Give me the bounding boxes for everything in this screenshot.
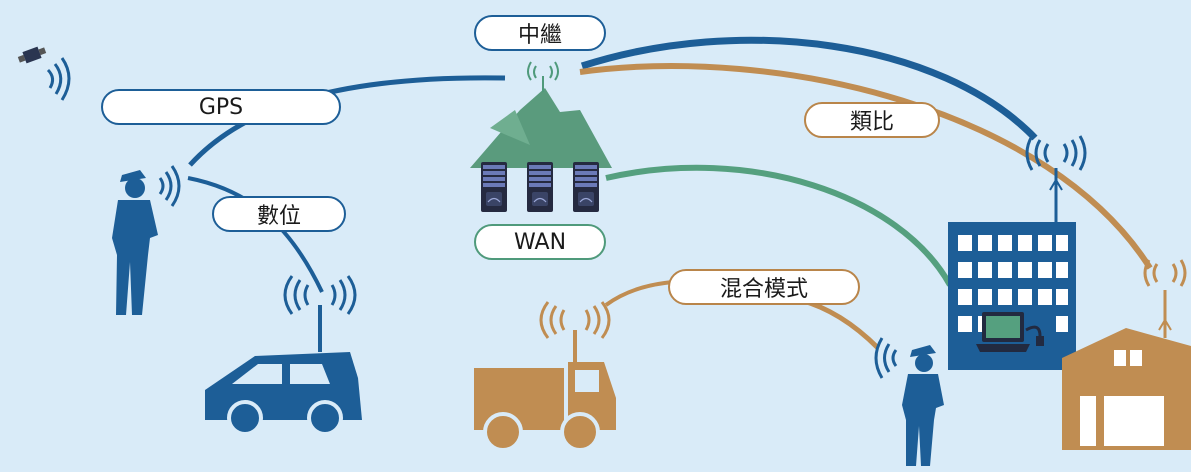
label-gps: GPS (101, 89, 341, 125)
officer-right-signal-icon (874, 337, 898, 379)
patrol-car-icon (205, 275, 362, 436)
warehouse-signal-icon (1143, 259, 1187, 287)
label-relay: 中繼 (474, 15, 606, 51)
label-wan: WAN (474, 224, 606, 260)
satellite-icon (17, 46, 47, 64)
label-mixed: 混合模式 (668, 269, 860, 305)
truck-icon (474, 301, 616, 452)
officer-signal-icon (158, 165, 181, 207)
car-signal-icon (283, 275, 357, 315)
wan-link (605, 164, 953, 287)
label-digital: 數位 (212, 196, 346, 232)
truck-signal-icon (539, 301, 611, 339)
relay-antenna-icon (527, 61, 559, 92)
mountain-icon (470, 88, 612, 168)
warehouse-icon (1062, 259, 1191, 450)
building-signal-icon (1025, 135, 1087, 171)
blue-links (187, 36, 1038, 293)
label-analog: 類比 (804, 102, 940, 138)
laptop-icon (976, 312, 1044, 352)
server-icon (480, 161, 600, 213)
officer-icon-right (902, 345, 944, 466)
officer-icon (112, 170, 158, 315)
satellite-signal-icon (46, 57, 71, 101)
